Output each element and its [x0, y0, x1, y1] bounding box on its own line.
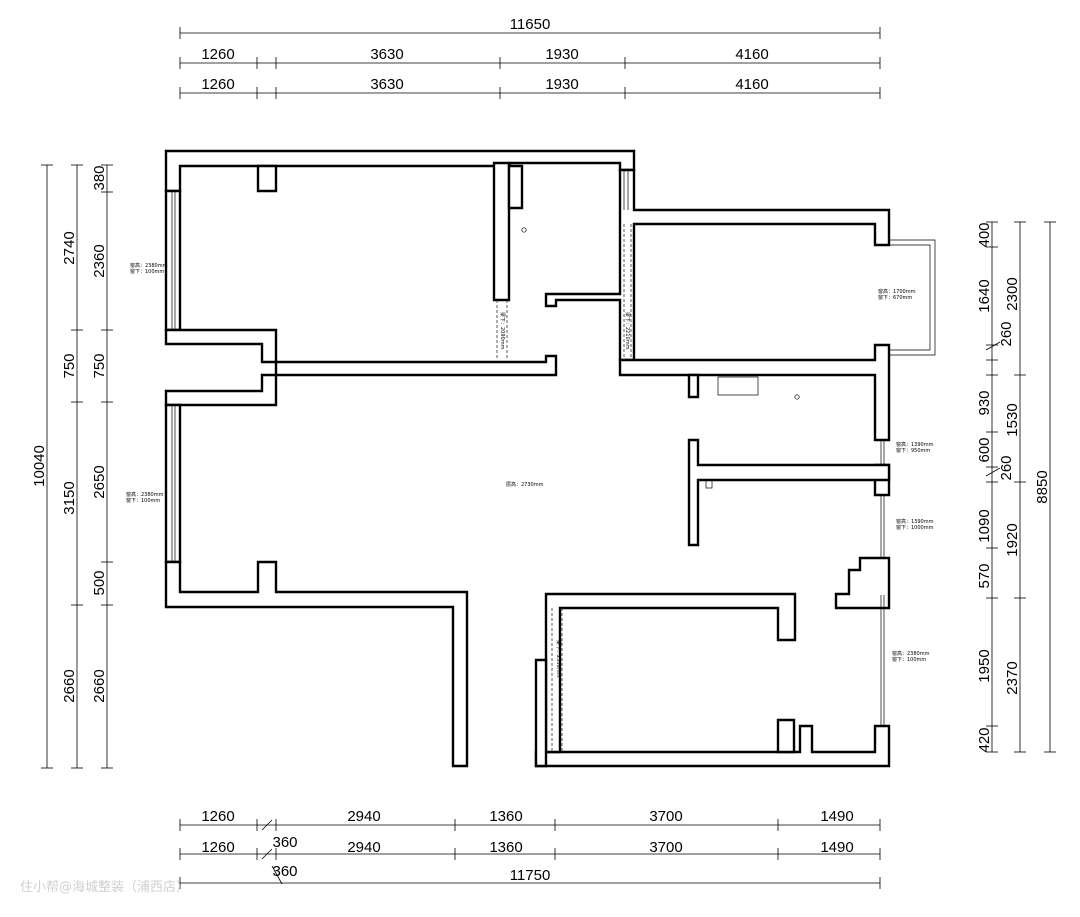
note-window-left-top-2: 窗下：100mm	[130, 268, 164, 275]
dim-bottom-r2-5: 1490	[820, 839, 853, 856]
dim-bottom-r1-5: 1490	[820, 808, 853, 825]
dim-top-total: 11650	[510, 16, 551, 33]
wall-bottom-bump	[776, 718, 796, 754]
dim-bottom-r1-0: 1260	[201, 808, 234, 825]
note-window-right-a-1: 窗高：1390mm	[896, 441, 934, 448]
wall-bottom-left	[164, 560, 469, 768]
dim-top-r1-2: 1930	[545, 46, 578, 63]
dim-left-outer-1: 750	[61, 353, 78, 378]
dim-left-outer-0: 2740	[61, 231, 78, 264]
wall-partition-e	[534, 658, 548, 768]
windows	[171, 170, 936, 726]
dim-left-inner-4: 500	[91, 570, 108, 595]
dim-bottom-r2-0: 1260	[201, 839, 234, 856]
dim-right-inner-8: 1950	[976, 649, 993, 682]
note-window-right-top-2: 窗下：670mm	[878, 294, 912, 301]
note-window-left-top-1: 窗高：2380mm	[130, 262, 168, 269]
note-window-right-b-2: 窗下：1000mm	[896, 524, 934, 531]
wall-left-mid	[164, 403, 182, 564]
dim-right-mid-0: 2300	[1004, 277, 1021, 310]
wall-bedroom2-top	[618, 343, 891, 442]
dim-right-mid-3: 2370	[1004, 661, 1021, 694]
drain-icon-2	[794, 394, 800, 400]
dim-right-inner-4: 600	[976, 437, 993, 462]
dim-left-inner-2: 750	[91, 353, 108, 378]
dim-bottom-r1-4: 3700	[649, 808, 682, 825]
wall-partition-a	[492, 161, 511, 302]
wall-column-top-left	[256, 164, 278, 193]
dim-top-r2-3: 4160	[735, 76, 768, 93]
note-window-right-bottom-1: 窗高：2380mm	[892, 650, 930, 657]
dim-right-mid-2: 1920	[1004, 523, 1021, 556]
right-dimension-group: 400 1640 260 930 600 260 1090 570 1950 4…	[976, 221, 1056, 753]
dim-bottom-total: 11750	[510, 867, 551, 884]
note-window-left-mid-2: 窗下：100mm	[126, 497, 160, 504]
wall-closet	[507, 164, 524, 210]
note-window-left-mid-1: 窗高：2380mm	[126, 491, 164, 498]
note-beam-2: 梁下：2210mm	[624, 312, 631, 350]
drain-icon	[521, 227, 527, 233]
bottom-dimension-group: 1260 360 2940 1360 3700 1490 1260 360 29…	[179, 808, 881, 889]
note-ceiling-height: 层高：2730mm	[506, 481, 544, 488]
dim-bottom-r1-3: 1360	[489, 808, 522, 825]
dim-right-inner-1: 1640	[976, 279, 993, 312]
note-window-right-a-2: 窗下：950mm	[896, 447, 930, 454]
dim-right-inner-7: 570	[976, 563, 993, 588]
dim-left-total: 10040	[31, 445, 48, 487]
dim-bottom-r1-2: 2940	[347, 808, 380, 825]
dim-left-inner-3: 2650	[91, 465, 108, 498]
bay-window	[889, 244, 931, 351]
walls	[164, 149, 891, 768]
dim-top-r2-1: 3630	[370, 76, 403, 93]
dim-top-r2-0: 1260	[201, 76, 234, 93]
note-window-right-top-1: 窗高：1700mm	[878, 288, 916, 295]
dim-bottom-r2-2: 2940	[347, 839, 380, 856]
dim-right-mid-1: 1530	[1004, 403, 1021, 436]
note-window-right-bottom-2: 窗下：100mm	[892, 656, 926, 663]
wall-partition-d	[544, 592, 797, 754]
dim-right-total: 8850	[1034, 470, 1051, 503]
dim-top-r1-1: 3630	[370, 46, 403, 63]
dim-left-inner-1: 2360	[91, 244, 108, 277]
wall-partition-c	[687, 438, 891, 547]
left-dimension-group: 10040 2740 750 3150 2660 380 2360 750 26…	[31, 164, 113, 769]
watermark-text: 住小帮@海城整装（浦西店）	[20, 880, 189, 895]
wall-partition-b	[687, 373, 700, 399]
wall-left-protrusion-lower	[164, 373, 278, 407]
wall-right-b	[834, 556, 891, 610]
annotations: 窗高：2380mm 窗下：100mm 窗高：2380mm 窗下：100mm 窗高…	[126, 262, 934, 678]
dim-top-r1-0: 1260	[201, 46, 234, 63]
dim-bottom-r1-1: 360	[272, 834, 297, 851]
dim-right-inner-3: 930	[976, 390, 993, 415]
wall-kitchen-right	[544, 168, 891, 362]
dim-left-inner-5: 2660	[91, 669, 108, 702]
top-dimension-group: 11650 1260 3630 1930 4160 1260 3630 1930…	[179, 16, 881, 99]
dim-right-inner-9: 420	[976, 727, 993, 752]
wall-top	[164, 149, 636, 193]
dim-left-inner-0: 380	[91, 165, 108, 190]
dim-bottom-r2-3: 1360	[489, 839, 522, 856]
wall-right-c	[534, 724, 891, 768]
dim-right-inner-6: 1090	[976, 509, 993, 542]
dim-top-r1-3: 4160	[735, 46, 768, 63]
dim-right-inner-0: 400	[976, 222, 993, 247]
note-window-right-b-1: 窗高：1390mm	[896, 518, 934, 525]
wall-left-protrusion	[164, 328, 558, 377]
beams	[496, 224, 632, 752]
dim-right-inner-5: 260	[998, 455, 1015, 480]
dim-bottom-r2-1: 360	[272, 863, 297, 880]
note-beam-1: 梁下：2090mm	[499, 312, 506, 350]
dim-right-inner-2: 260	[998, 321, 1015, 346]
dim-top-r2-2: 1930	[545, 76, 578, 93]
note-beam-3: 梁下：2350mm	[555, 640, 562, 678]
cabinet-box	[717, 376, 759, 396]
dim-bottom-r2-4: 3700	[649, 839, 682, 856]
dim-left-outer-3: 2660	[61, 669, 78, 702]
dim-left-outer-2: 3150	[61, 481, 78, 514]
wall-left-upper	[164, 189, 182, 332]
